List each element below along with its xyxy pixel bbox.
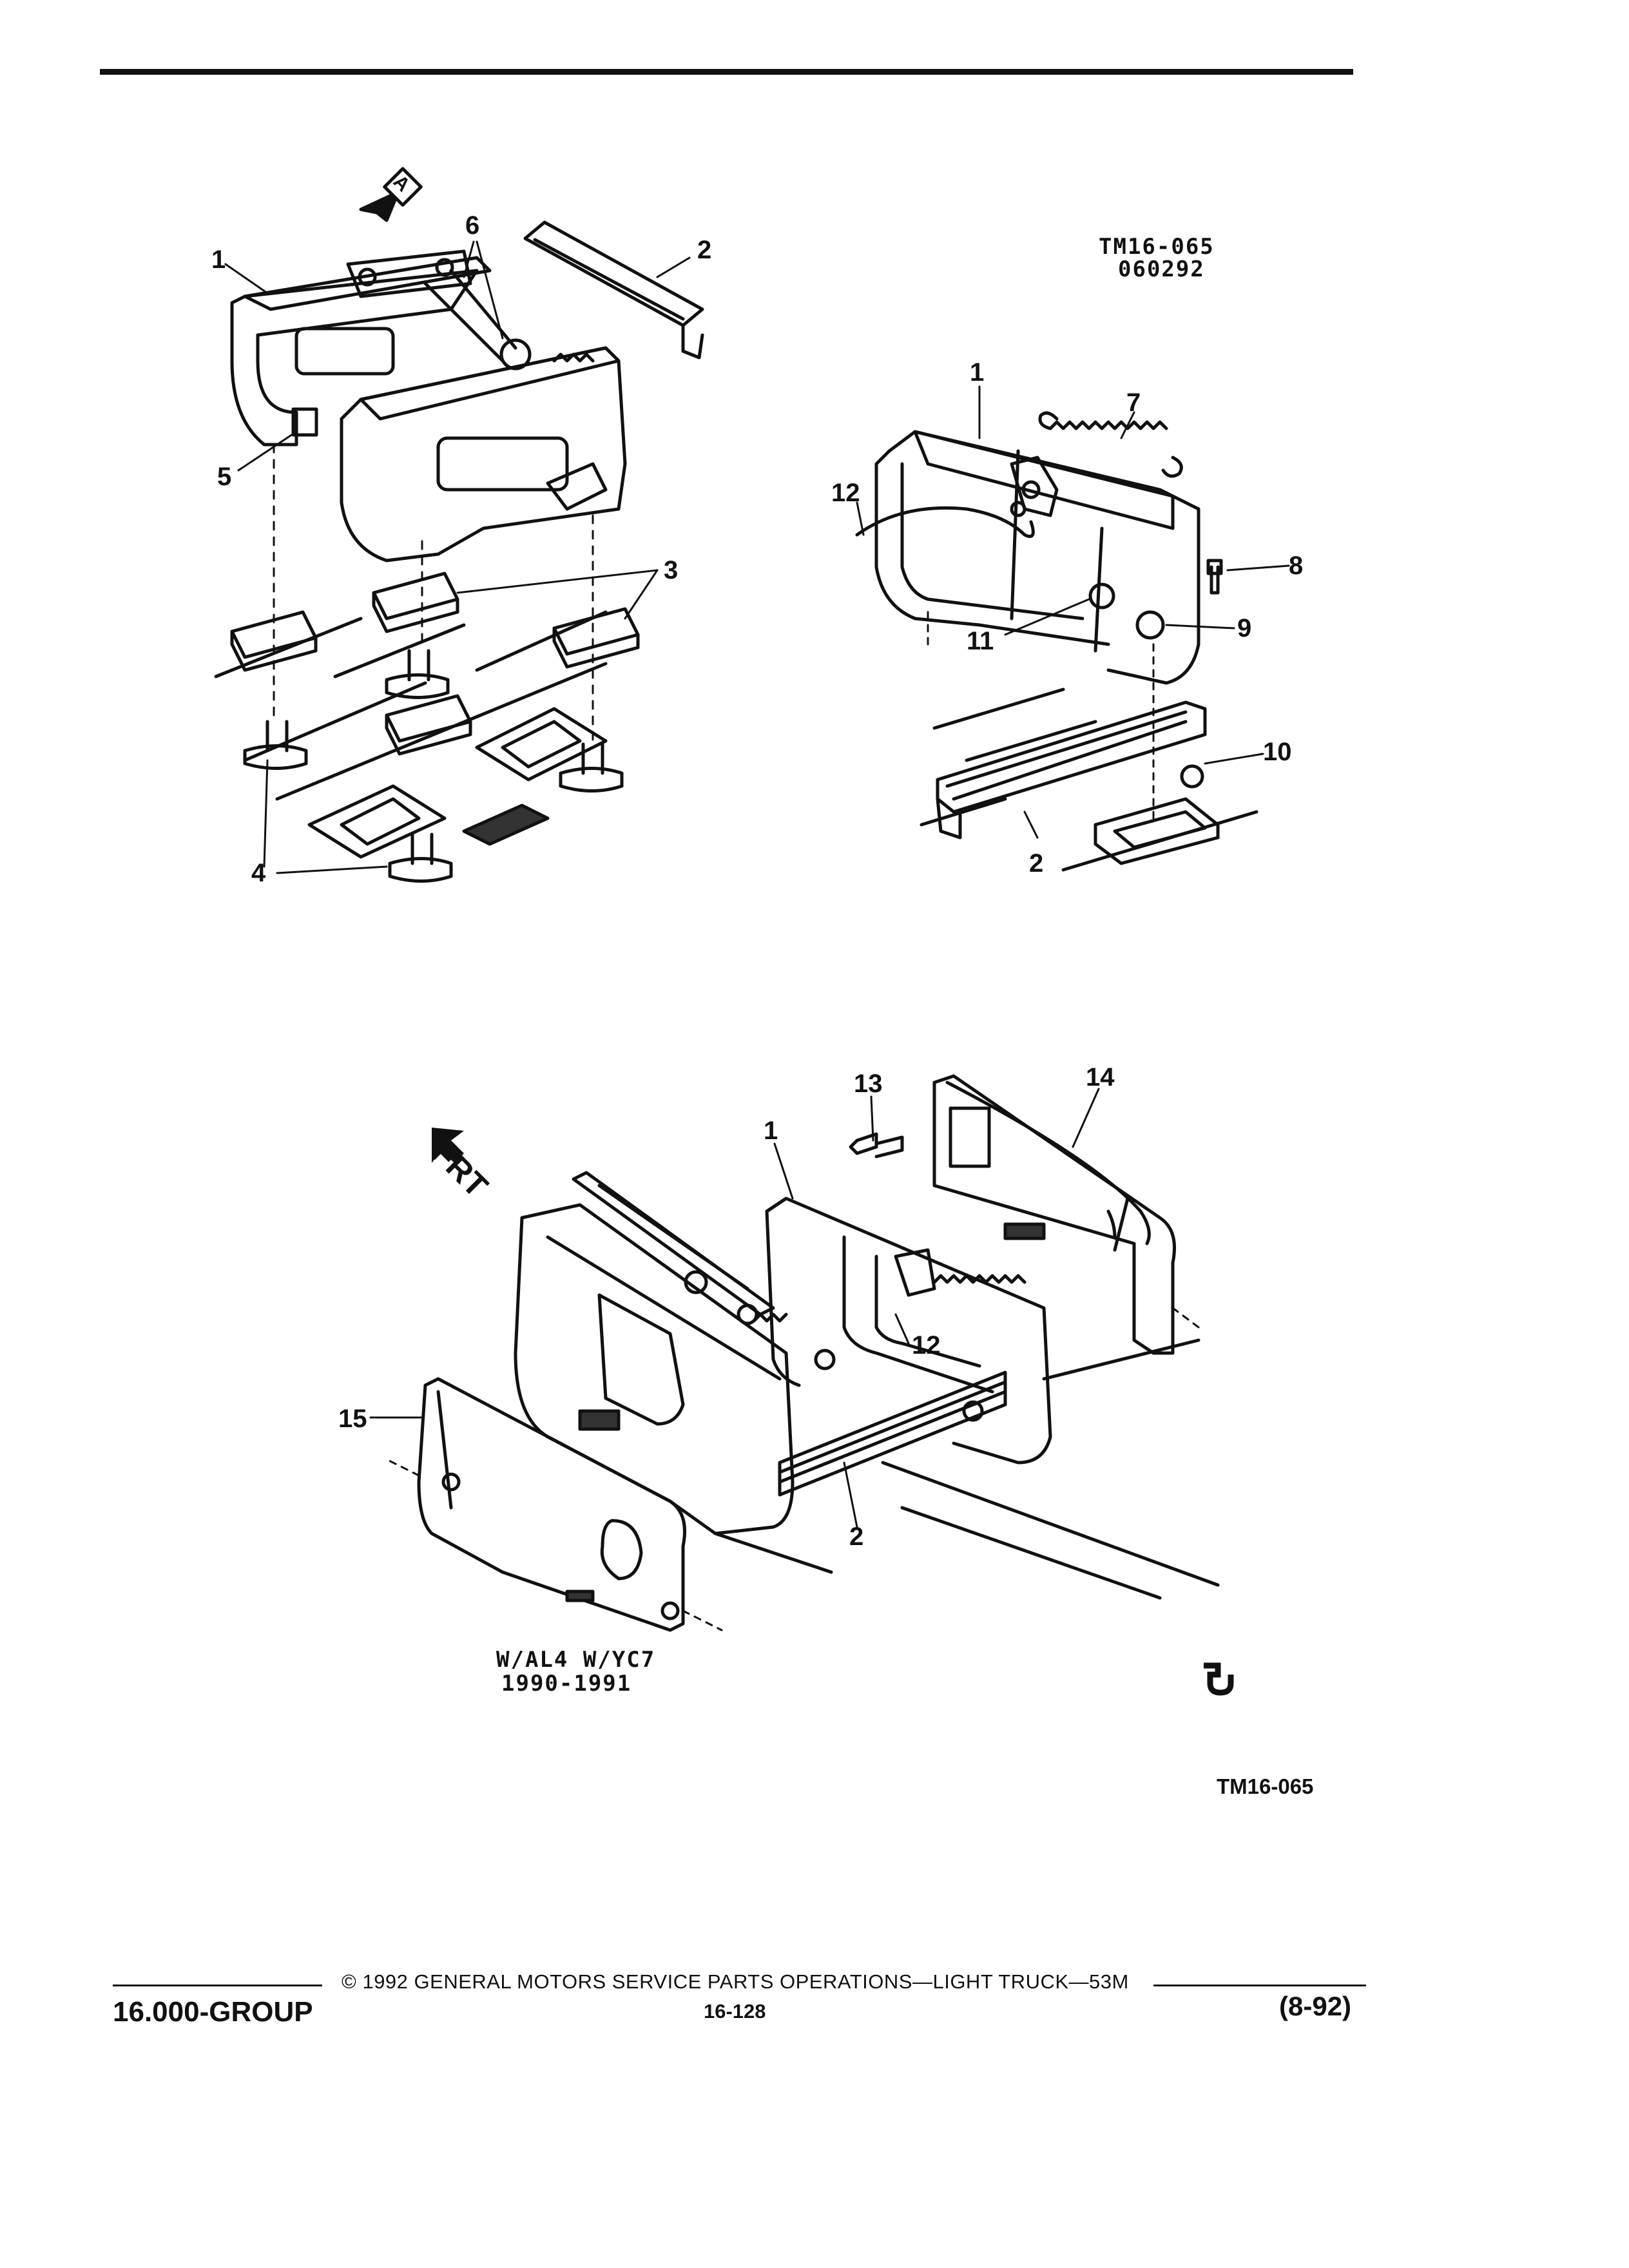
callout-b-2: 2 [1029, 849, 1044, 878]
callout-c-13: 13 [854, 1070, 883, 1098]
callout-a-2: 2 [697, 236, 712, 264]
view-b-illustration [855, 385, 1290, 872]
callout-c-2: 2 [849, 1523, 864, 1551]
callout-c-1: 1 [764, 1117, 778, 1145]
footer-copyright: © 1992 GENERAL MOTORS SERVICE PARTS OPER… [342, 1970, 1129, 1993]
figure-id: TM16-065 [1217, 1774, 1314, 1798]
footer-date-code: (8-92) [1279, 1991, 1352, 2021]
callout-b-12: 12 [831, 479, 860, 507]
callout-c-15: 15 [338, 1405, 367, 1433]
footer-group: 16.000-GROUP [113, 1996, 313, 2028]
view-c-illustration [369, 1074, 1220, 1632]
view-a-illustration [214, 167, 704, 883]
callout-b-1: 1 [970, 358, 985, 387]
applicability-line-2: 1990-1991 [501, 1671, 632, 1696]
footer-page-number: 16-128 [704, 2000, 766, 2023]
callout-c-12: 12 [912, 1331, 941, 1360]
callout-b-8: 8 [1289, 552, 1304, 580]
callout-a-6: 6 [465, 211, 480, 240]
footer-rule-right [1153, 1984, 1366, 1986]
figure-date: 060292 [1118, 256, 1205, 282]
front-arrow [432, 1128, 464, 1163]
figure-code: TM16-065 [1099, 234, 1215, 260]
callout-b-11: 11 [967, 627, 994, 655]
spo-logo [1199, 1659, 1237, 1707]
header-rule [100, 69, 1353, 75]
footer-rule-left [113, 1984, 322, 1986]
callout-a-1: 1 [211, 245, 226, 274]
callout-b-7: 7 [1126, 389, 1141, 417]
callout-a-5: 5 [217, 463, 232, 491]
callout-a-4: 4 [251, 859, 266, 887]
callout-b-9: 9 [1237, 614, 1252, 642]
callout-a-3: 3 [664, 556, 679, 584]
callout-b-10: 10 [1263, 738, 1292, 766]
callout-c-14: 14 [1086, 1063, 1115, 1091]
applicability-line-1: W/AL4 W/YC7 [496, 1647, 656, 1673]
